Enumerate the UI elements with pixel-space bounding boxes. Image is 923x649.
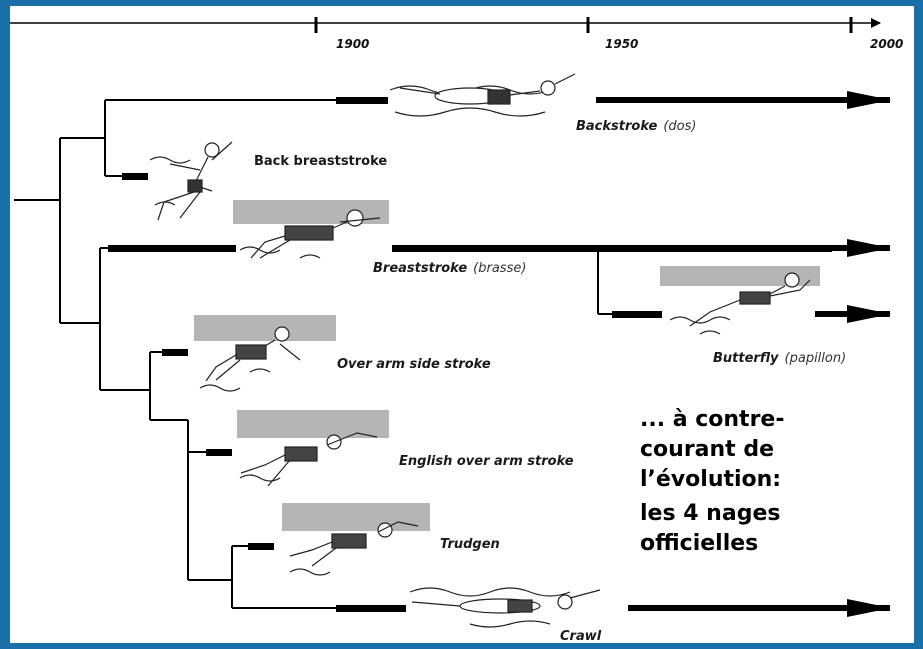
back-breaststroke-swimmer-illustration [149,141,233,221]
caption-line: ... à contre- [640,407,785,432]
caption-line: l’évolution: [640,467,782,492]
label-over-arm-side-stroke: Over arm side stroke [337,357,491,372]
breaststroke-swimmer-illustration [233,200,389,259]
slide-frame [10,6,914,643]
label-breaststroke: Breaststroke(brasse) [373,261,526,276]
label-english-over-arm-stroke: English over arm stroke [399,454,574,469]
year-label-2000: 2000 [870,37,903,51]
backstroke-swimmer-illustration [389,73,576,117]
butterfly-swimmer-illustration [660,266,820,335]
caption-line: courant de [640,437,775,462]
caption-official-strokes: ... à contre- courant de l’évolution: le… [640,405,900,559]
caption-line: les 4 nages [640,501,781,526]
crawl-swimmer-illustration [409,587,601,628]
tree-branches [14,99,612,609]
year-label-1950: 1950 [605,37,638,51]
label-backstroke: Backstroke(dos) [576,119,696,134]
label-crawl: Crawl [560,629,602,644]
label-back-breaststroke: Back breaststroke [254,154,387,169]
lineage-bars [108,97,832,612]
english-over-arm-stroke-swimmer-illustration [237,410,389,487]
caption-line: officielles [640,531,759,556]
trudgen-swimmer-illustration [282,503,430,576]
label-butterfly: Butterfly(papillon) [713,351,846,366]
label-trudgen: Trudgen [440,537,500,552]
over-arm-side-stroke-swimmer-illustration [194,315,336,392]
year-label-1900: 1900 [336,37,369,51]
